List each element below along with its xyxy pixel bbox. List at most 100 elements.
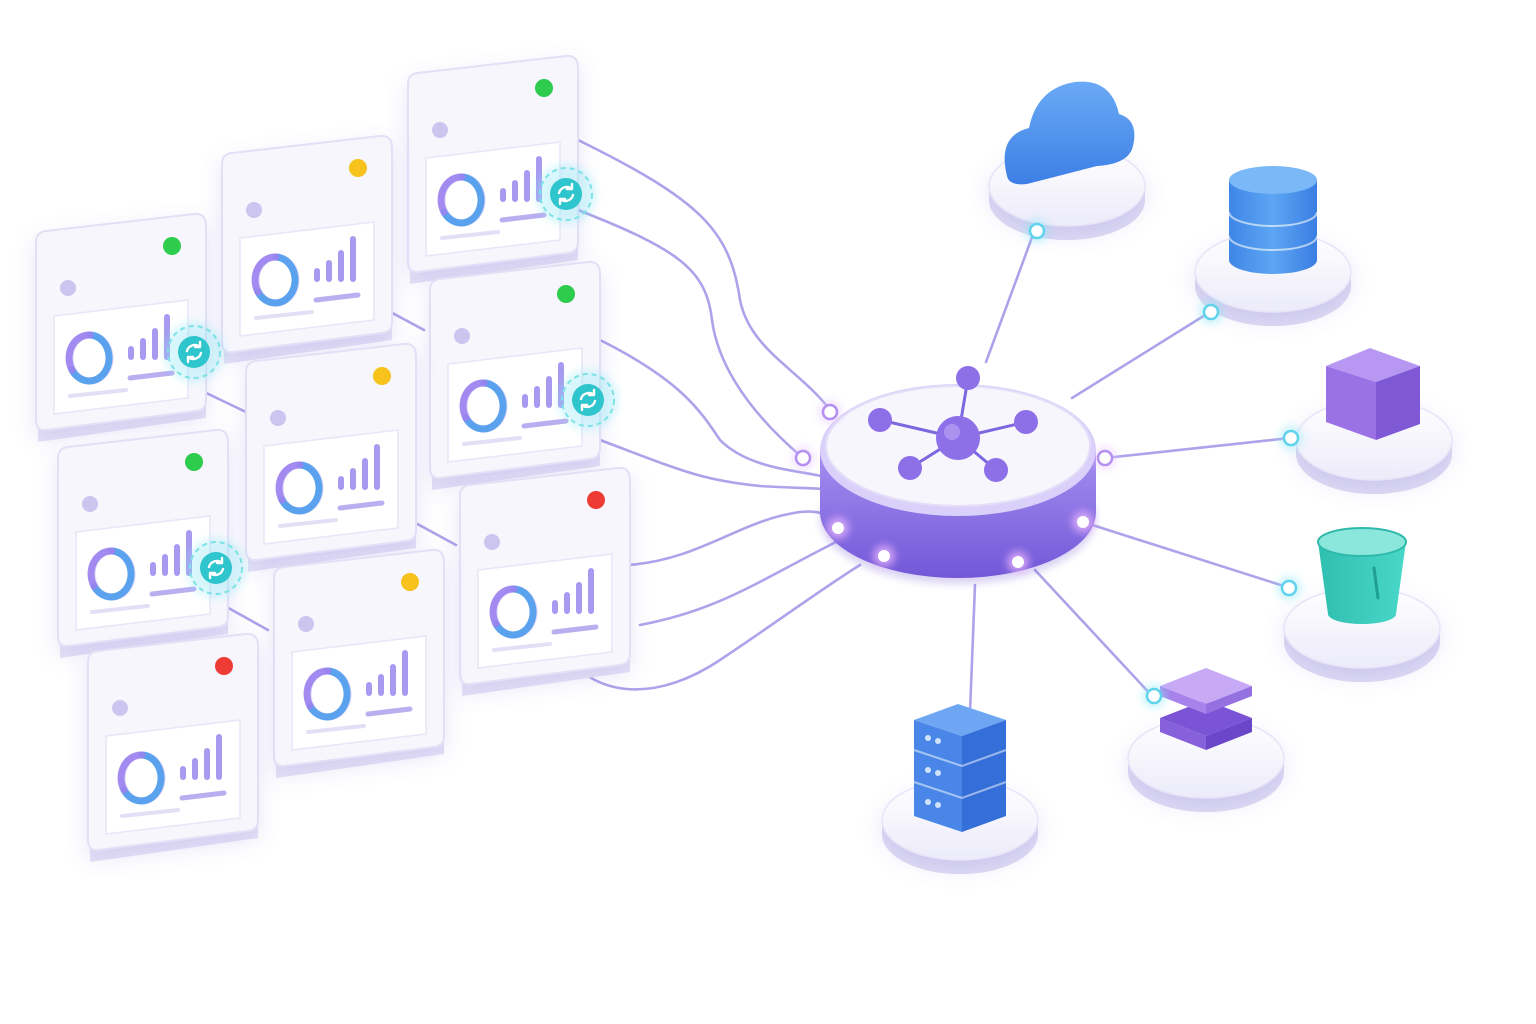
donut-chart-icon [306, 667, 351, 721]
refresh-icon [207, 556, 225, 580]
dashboard-card[interactable] [57, 428, 246, 658]
text-line [462, 436, 522, 446]
resource-cube[interactable] [1295, 348, 1453, 494]
dashboard-card[interactable] [273, 548, 445, 778]
bar-chart-icon [162, 554, 168, 576]
hub-light [1077, 516, 1089, 528]
sync-icon [200, 552, 232, 584]
dashboard-grid [35, 54, 631, 862]
bar-chart-icon [576, 582, 582, 614]
integration-hub[interactable] [820, 366, 1096, 584]
resource-database[interactable] [1194, 166, 1352, 326]
cloud-icon [1004, 81, 1135, 185]
donut-chart-icon [462, 379, 507, 433]
connector-dot [1145, 687, 1163, 705]
text-line [254, 310, 314, 320]
connection-line [576, 138, 832, 412]
network-node [956, 366, 980, 390]
bar-chart-icon [180, 766, 186, 780]
bar-chart-icon [350, 236, 356, 282]
bar-chart-icon [314, 268, 320, 282]
dashboard-card[interactable] [459, 466, 631, 696]
text-line [337, 500, 385, 511]
cube-face [1326, 366, 1376, 440]
dashboard-card[interactable] [221, 134, 393, 364]
donut-segment [437, 173, 466, 216]
resource-layers[interactable] [1127, 668, 1285, 812]
highlight [944, 424, 960, 440]
server-led [925, 799, 931, 805]
status-indicator [557, 285, 575, 303]
layer-side [1160, 686, 1206, 714]
status-indicator [401, 573, 419, 591]
connection-lines [198, 138, 1292, 714]
server-led [935, 802, 941, 808]
text-line [551, 624, 599, 635]
connector-dot [794, 449, 812, 467]
bar-chart-icon [522, 394, 528, 408]
donut-segment [303, 667, 332, 710]
status-indicator [163, 237, 181, 255]
refresh-icon [557, 182, 575, 206]
sync-badge[interactable] [164, 322, 224, 382]
bar-chart-icon [338, 250, 344, 282]
connection-line [598, 438, 837, 492]
resource-cloud[interactable] [988, 81, 1146, 240]
connector-dot [1280, 579, 1298, 597]
dashboard-card[interactable] [429, 260, 618, 490]
bar-chart-icon [152, 328, 158, 360]
user-icon [298, 616, 314, 632]
server-divider [913, 749, 1007, 768]
sync-ring [167, 325, 221, 379]
dashboard-card[interactable] [35, 212, 224, 442]
connector-dot [1096, 449, 1114, 467]
bar-chart-icon [588, 568, 594, 614]
user-icon [484, 534, 500, 550]
bar-chart-icon [402, 650, 408, 696]
bar-chart-icon [534, 386, 540, 408]
server-led [925, 735, 931, 741]
dashboard-card[interactable] [245, 342, 417, 572]
donut-segment [489, 585, 518, 628]
sync-badge[interactable] [186, 538, 246, 598]
refresh-icon [185, 340, 203, 364]
hub-light [832, 522, 844, 534]
text-line [313, 292, 361, 303]
bar-chart-icon [362, 458, 368, 490]
sync-ring [189, 541, 243, 595]
connection-line [198, 388, 248, 414]
bar-chart-icon [192, 758, 198, 780]
server-icon [914, 704, 1006, 736]
layer-side [1160, 718, 1206, 750]
cube-icon [1326, 348, 1420, 382]
text-line [90, 604, 150, 614]
bar-chart-icon [366, 682, 372, 696]
sync-icon [550, 178, 582, 210]
connection-line [968, 583, 977, 714]
connection-line [1070, 310, 1212, 400]
status-indicator [349, 159, 367, 177]
connector-dot [1202, 303, 1220, 321]
bar-chart-icon [524, 170, 530, 202]
sync-badge[interactable] [558, 370, 618, 430]
resource-server[interactable] [881, 704, 1039, 874]
connector-dots [791, 219, 1303, 708]
donut-segment [117, 751, 146, 794]
text-line [521, 418, 569, 429]
sync-badge[interactable] [536, 164, 596, 224]
connection-line [408, 518, 458, 547]
connection-line [576, 208, 805, 460]
bucket-handle [1372, 566, 1380, 600]
resource-bucket[interactable] [1283, 527, 1441, 682]
bar-chart-icon [390, 664, 396, 696]
text-line [440, 230, 500, 240]
bar-chart-icon [326, 260, 332, 282]
bar-chart-icon [512, 180, 518, 202]
bar-chart-icon [552, 600, 558, 614]
dashboard-card[interactable] [87, 632, 259, 862]
server-led [935, 738, 941, 744]
text-line [149, 586, 197, 597]
refresh-icon [579, 388, 597, 412]
network-node [1014, 410, 1038, 434]
dashboard-card[interactable] [407, 54, 596, 284]
